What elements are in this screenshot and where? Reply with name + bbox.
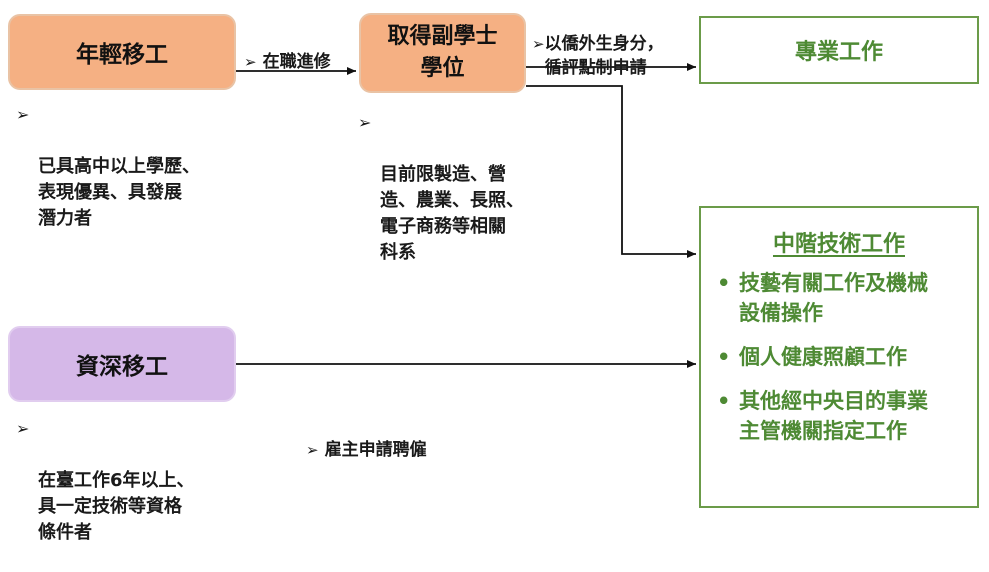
professional-work-box: 專業工作 (699, 16, 979, 84)
in-service-text: 在職進修 (262, 52, 331, 72)
triangle-right-icon: ➢ (358, 113, 372, 132)
mid-item-text: 其他經中央目的事業 主管機關指定工作 (739, 389, 928, 443)
degree-box: 取得副學士 學位 (359, 13, 526, 93)
overseas-student-label: ➢以僑外生身分， 循評點制申請 (532, 8, 664, 80)
employer-application-text: 雇主申請聘僱 (324, 440, 427, 460)
mid-item-text: 個人健康照顧工作 (739, 345, 907, 369)
overseas-student-text: 以僑外生身分， 循評點制申請 (544, 34, 664, 78)
mid-level-work-list: • 技藝有關工作及機械 設備操作 • 個人健康照顧工作 • 其他經中央目的事業 … (715, 268, 963, 446)
bullet-dot-icon: • (717, 271, 731, 295)
senior-worker-label: 資深移工 (76, 354, 168, 380)
senior-requirement-note: ➢ 在臺工作6年以上、 具一定技術等資格 條件者 (16, 416, 195, 572)
list-item: • 其他經中央目的事業 主管機關指定工作 (715, 386, 963, 446)
degree-fields-note: ➢ 目前限製造、營 造、農業、長照、 電子商務等相關 科系 (358, 110, 524, 292)
mid-level-work-title: 中階技術工作 (772, 232, 905, 257)
bullet-dot-icon: • (717, 345, 731, 369)
list-item: • 技藝有關工作及機械 設備操作 (715, 268, 963, 328)
triangle-right-icon: ➢ (16, 419, 30, 438)
senior-requirement-text: 在臺工作6年以上、 具一定技術等資格 條件者 (38, 470, 195, 543)
list-item: • 個人健康照顧工作 (715, 342, 963, 372)
in-service-label: ➢ 在職進修 (244, 26, 331, 74)
triangle-right-icon: ➢ (244, 53, 257, 71)
arrow-degree-to-mid (526, 85, 696, 258)
triangle-right-icon: ➢ (16, 105, 30, 124)
senior-worker-box: 資深移工 (8, 326, 236, 402)
young-worker-label: 年輕移工 (76, 42, 168, 68)
mid-item-text: 技藝有關工作及機械 設備操作 (739, 271, 928, 325)
triangle-right-icon: ➢ (306, 441, 319, 459)
connector-lines (236, 63, 696, 368)
young-requirement-text: 已具高中以上學歷、 表現優異、具發展 潛力者 (38, 156, 200, 229)
bullet-dot-icon: • (717, 389, 731, 413)
degree-fields-text: 目前限製造、營 造、農業、長照、 電子商務等相關 科系 (380, 164, 524, 263)
degree-label: 取得副學士 學位 (387, 24, 498, 81)
employer-application-label: ➢ 雇主申請聘僱 (306, 414, 427, 462)
mid-level-work-panel: 中階技術工作 • 技藝有關工作及機械 設備操作 • 個人健康照顧工作 • 其他經… (699, 206, 979, 508)
young-requirement-note: ➢ 已具高中以上學歷、 表現優異、具發展 潛力者 (16, 102, 200, 258)
triangle-right-icon: ➢ (532, 35, 545, 53)
young-worker-box: 年輕移工 (8, 14, 236, 90)
professional-work-label: 專業工作 (794, 40, 883, 65)
